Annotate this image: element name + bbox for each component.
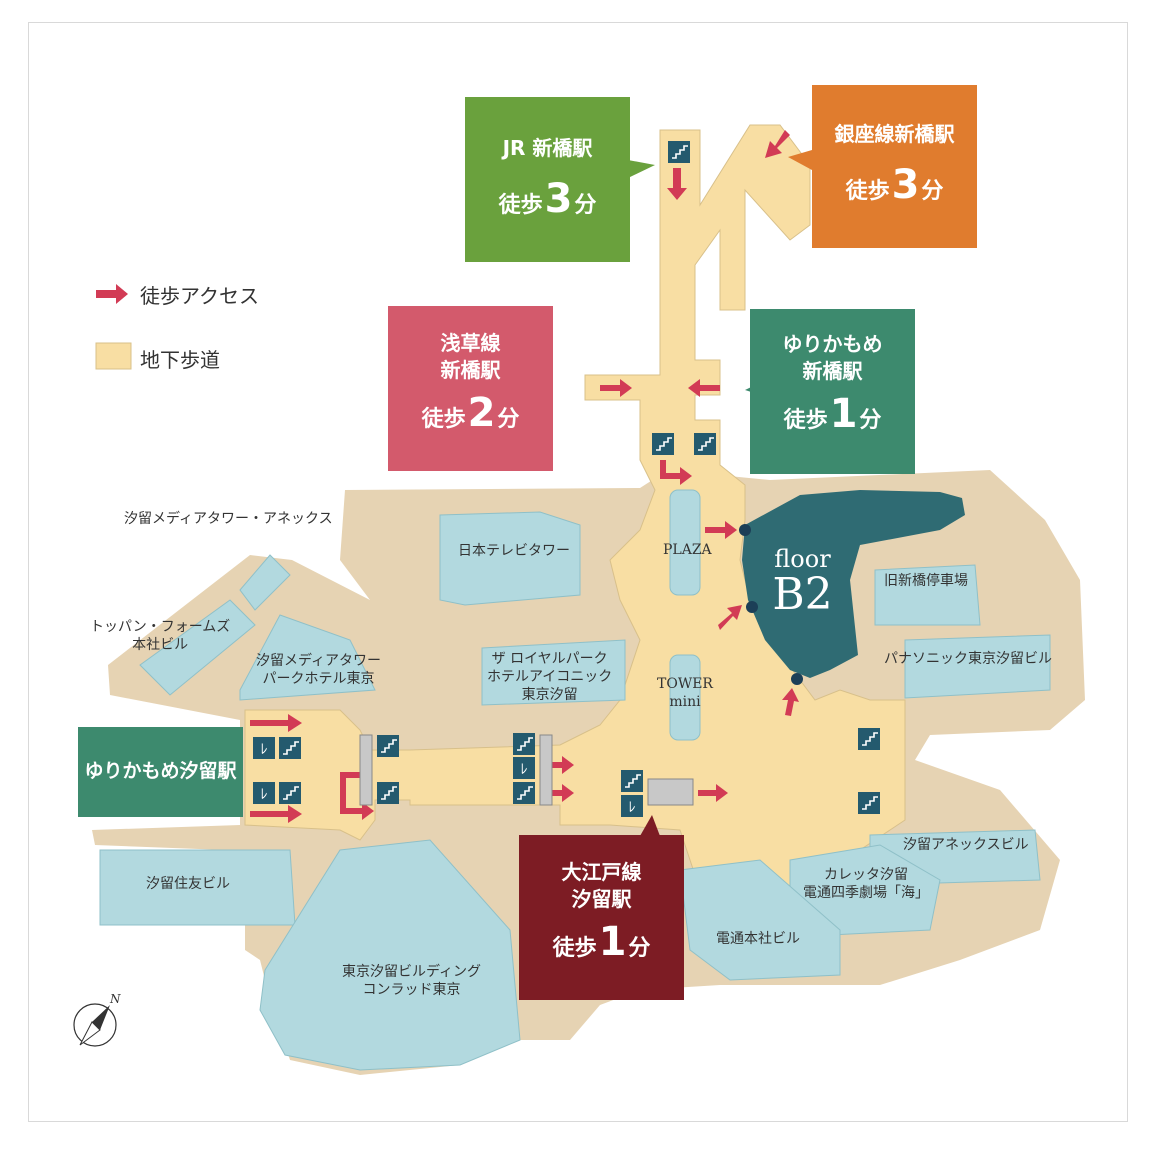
station-name: ゆりかもめ 新橋駅 — [782, 332, 883, 383]
label-toppan: トッパン・フォームズ 本社ビル — [90, 619, 231, 653]
label-sumitomo: 汐留住友ビル — [146, 876, 230, 892]
sign-oedo-shiodome[interactable]: 大江戸線 汐留駅 徒歩1分 — [519, 835, 684, 1000]
label-tower-mini: TOWER mini — [657, 676, 713, 710]
escalator-icon — [858, 792, 880, 814]
building-royal-park — [481, 639, 626, 706]
station-name: 大江戸線 汐留駅 — [561, 860, 642, 911]
entry-dots — [739, 524, 803, 685]
buildings — [99, 489, 1051, 1071]
stairways — [359, 734, 694, 806]
stairs-icons: ﾚ ﾚ ﾚ ﾚ — [253, 141, 880, 817]
building-plaza — [669, 489, 701, 596]
label-tokyo-shiodome: 東京汐留ビルディング コンラッド東京 — [342, 964, 482, 998]
elevator-icon: ﾚ — [253, 782, 275, 804]
svg-text:ﾚ: ﾚ — [521, 762, 528, 778]
escalator-icon — [858, 728, 880, 750]
walk-time: 徒歩2分 — [421, 390, 520, 436]
legend-underground: 地下歩道 — [140, 348, 220, 372]
floor-b2-building — [742, 490, 965, 678]
escalator-icon — [377, 782, 399, 804]
legend-arrow-icon — [96, 284, 128, 304]
escalator-icon — [279, 737, 301, 759]
walk-time: 徒歩3分 — [845, 162, 944, 208]
station-name: 浅草線 新橋駅 — [440, 331, 501, 382]
building-tokyo-shiodome — [259, 839, 521, 1071]
label-ntv: 日本テレビタワー — [458, 543, 570, 559]
label-dentsu: 電通本社ビル — [716, 931, 800, 947]
walk-time: 徒歩3分 — [498, 176, 597, 222]
elevator-icon: ﾚ — [621, 795, 643, 817]
escalator-icon — [377, 735, 399, 757]
station-name: ゆりかもめ汐留駅 — [84, 760, 237, 782]
sign-ginza-shimbashi[interactable]: 銀座線新橋駅 徒歩3分 — [812, 85, 977, 248]
building-media-tower — [239, 614, 376, 701]
escalator-icon — [652, 433, 674, 455]
escalator-icon — [668, 141, 690, 163]
legend-passage-swatch — [95, 342, 132, 370]
building-toppan — [139, 599, 256, 696]
floor-label: floor B2 — [772, 545, 833, 620]
svg-text:ﾚ: ﾚ — [629, 800, 636, 816]
escalator-icon — [621, 770, 643, 792]
walk-time: 徒歩1分 — [783, 391, 882, 437]
sign-asakusa-shimbashi[interactable]: 浅草線 新橋駅 徒歩2分 — [388, 306, 553, 471]
station-name: 銀座線新橋駅 — [834, 122, 955, 146]
legend-swatches — [95, 284, 132, 370]
label-royal-park: ザ ロイヤルパーク ホテルアイコニック 東京汐留 — [487, 651, 613, 703]
svg-text:ﾚ: ﾚ — [261, 787, 268, 803]
compass-icon — [73, 1003, 117, 1047]
legend-walk-access: 徒歩アクセス — [140, 284, 259, 308]
building-tower-mini — [669, 654, 701, 741]
elevator-icon: ﾚ — [513, 757, 535, 779]
label-media-tower: 汐留メディアタワー パークホテル東京 — [256, 653, 382, 687]
svg-text:ﾚ: ﾚ — [261, 742, 268, 758]
elevator-icon: ﾚ — [253, 737, 275, 759]
building-dentsu — [679, 859, 841, 981]
walk-time: 徒歩1分 — [552, 919, 651, 965]
label-caretta: カレッタ汐留 電通四季劇場「海」 — [803, 867, 929, 901]
label-panasonic: パナソニック東京汐留ビル — [884, 651, 1052, 667]
station-name: JR 新橋駅 — [502, 136, 593, 160]
label-kyu-shimbashi: 旧新橋停車場 — [884, 573, 968, 589]
label-annex-building: 汐留アネックスビル — [903, 837, 1029, 853]
map-frame — [28, 22, 1128, 1122]
building-media-annex — [239, 554, 291, 611]
escalator-icon — [694, 433, 716, 455]
walk-arrows — [250, 130, 799, 823]
escalator-icon — [279, 782, 301, 804]
compass-north: N — [110, 992, 121, 1006]
label-plaza: PLAZA — [663, 542, 712, 558]
building-panasonic — [904, 634, 1051, 699]
escalator-icon — [513, 733, 535, 755]
label-media-annex: 汐留メディアタワー・アネックス — [124, 511, 333, 527]
building-ntv — [439, 511, 581, 606]
escalator-icon — [513, 782, 535, 804]
sign-jr-shimbashi[interactable]: JR 新橋駅 徒歩3分 — [465, 97, 630, 262]
building-kyu-shimbashi — [874, 564, 981, 626]
sign-yurikamome-shimbashi[interactable]: ゆりかもめ 新橋駅 徒歩1分 — [750, 309, 915, 474]
sign-yurikamome-shiodome[interactable]: ゆりかもめ汐留駅 — [78, 727, 243, 817]
